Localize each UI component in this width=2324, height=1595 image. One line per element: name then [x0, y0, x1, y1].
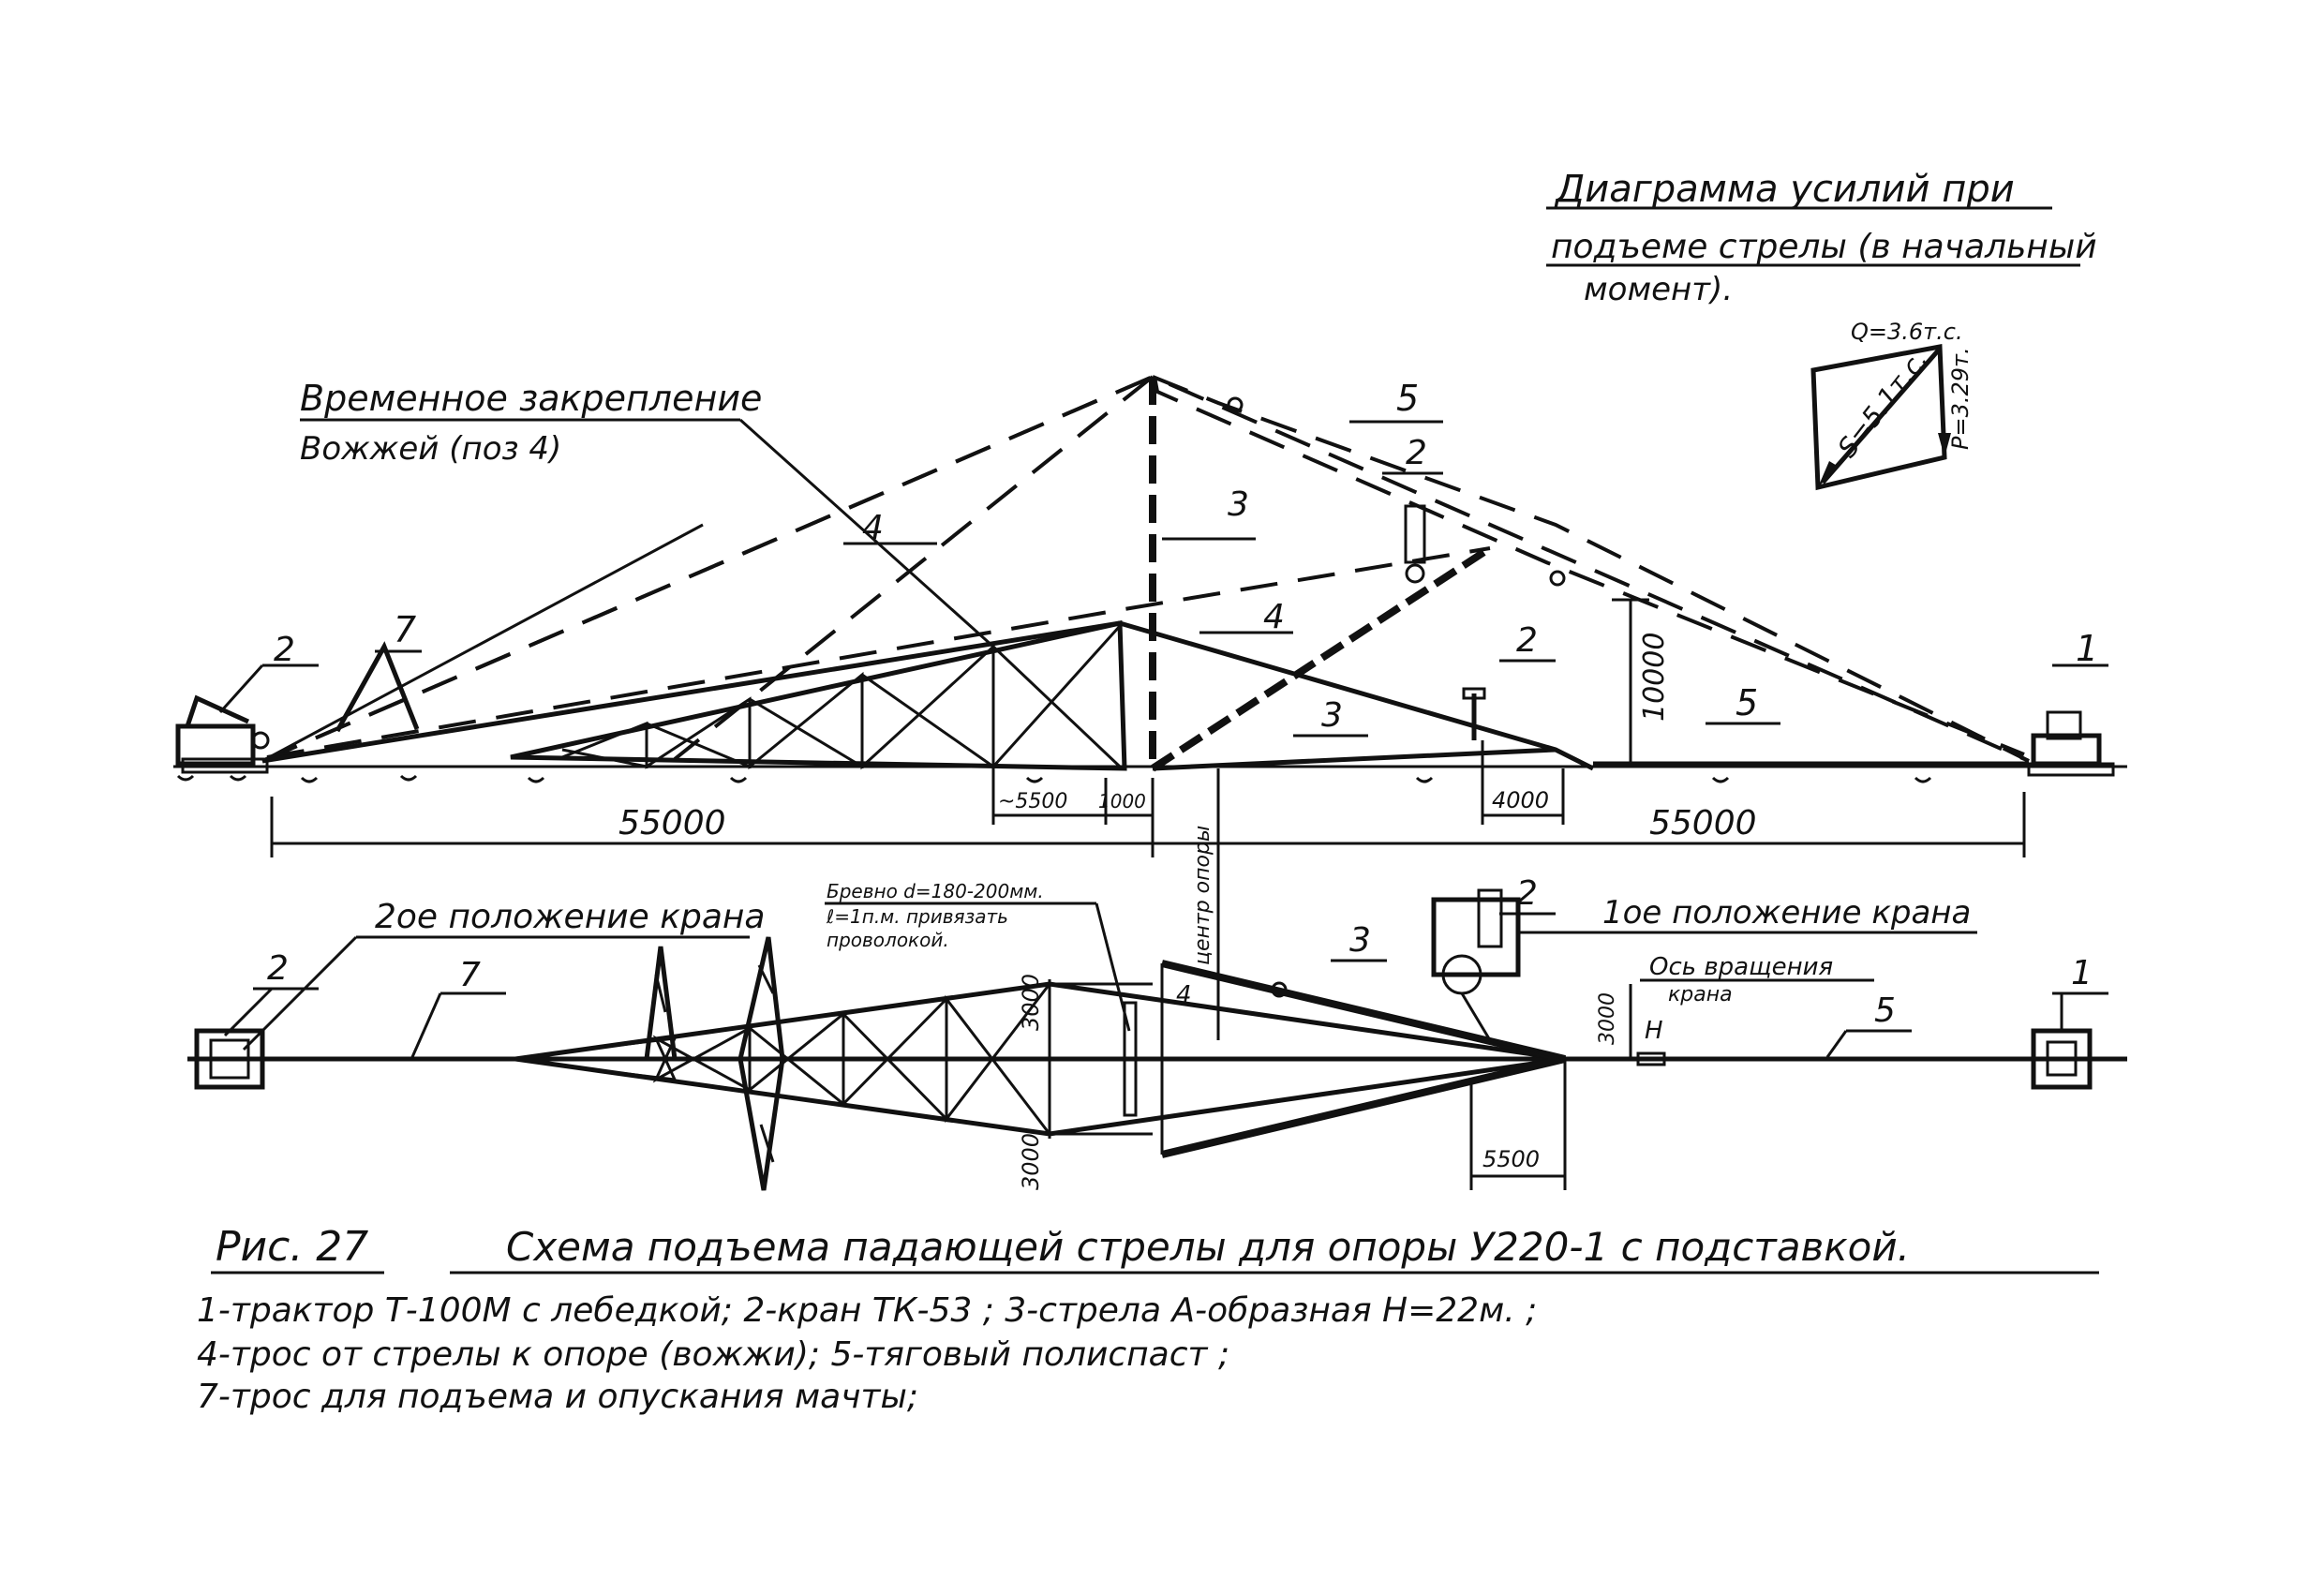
plan-callout-5: 5: [1874, 991, 1896, 1030]
legend-line2: 4-трос от стрелы к опоре (вожжи); 5-тяго…: [197, 1335, 1229, 1374]
callout-3-a: 3: [1228, 485, 1249, 524]
force-p-label: P=3.29т.: [1947, 347, 1974, 450]
callout-4-a: 4: [862, 509, 884, 547]
temp-fix-line2: Вожжей (поз 4): [300, 430, 561, 468]
plan-callout-1: 1: [2071, 954, 2093, 992]
callout-2-left: 2: [274, 631, 295, 669]
callout-2-b: 2: [1406, 434, 1427, 472]
right-tractor: [2027, 710, 2115, 777]
callout-5-b: 5: [1736, 682, 1758, 723]
temp-fix-line1: Временное закрепление: [300, 378, 762, 419]
force-q-label: Q=3.6т.с.: [1851, 319, 1963, 345]
plan-callout-2a: 2: [267, 949, 289, 988]
cable-7: [261, 523, 704, 763]
frame-7: [335, 641, 420, 733]
dim-5500-lower: 5500: [1482, 1146, 1540, 1172]
left-crane: [175, 694, 270, 774]
callout-1-upper: 1: [2076, 628, 2098, 669]
callout-4-b: 4: [1263, 598, 1285, 636]
pos1-label: 1ое положение крана: [1602, 894, 1971, 932]
force-title-line2: подъеме стрелы (в начальный: [1551, 228, 2097, 266]
support-center-label: центр опоры: [1191, 826, 1214, 965]
cable-4-left: [261, 620, 1121, 764]
lower-plan: 3000 3000 3000 5500 Н 2ое положение кран…: [187, 826, 2127, 1191]
force-title-line1: Диаграмма усилий при: [1554, 168, 2015, 211]
dim-3000-c: 3000: [1596, 992, 1619, 1045]
height-dim-label: 10000: [1638, 633, 1671, 722]
log-note-2: ℓ=1п.м. привязать: [826, 905, 1008, 928]
pos2-label: 2ое положение крана: [375, 898, 765, 936]
legend-line3: 7-трос для подъема и опускания мачты;: [197, 1378, 918, 1416]
caption: Рис. 27 Схема подъема падающей стрелы дл…: [197, 1223, 2099, 1416]
callout-2-c: 2: [1516, 621, 1538, 660]
callout-5-a: 5: [1396, 378, 1419, 419]
dim-1000-upper: 1000: [1098, 790, 1146, 812]
lift-cable-dashed-left: [673, 375, 1155, 761]
dim-3000-a: 3000: [1018, 974, 1044, 1031]
lattice-boom-elevation: [510, 619, 1127, 771]
span-right-label: 55000: [1649, 804, 1757, 842]
plan-callout-4: 4: [1176, 981, 1192, 1009]
h-label: Н: [1645, 1017, 1663, 1045]
plan-callout-3: 3: [1349, 921, 1371, 960]
figure-number: Рис. 27: [216, 1223, 368, 1271]
log-plan: [1123, 1001, 1138, 1117]
dim-3000-b: 3000: [1018, 1133, 1044, 1190]
boom-raised-dashed: [266, 546, 1491, 759]
axis-label-2: крана: [1668, 983, 1733, 1006]
dim-4000-upper: 4000: [1492, 787, 1549, 813]
figure-title: Схема подъема падающей стрелы для опоры …: [506, 1224, 1910, 1270]
force-parallelogram: Q=3.6т.с. S=5.1т.с. P=3.29т.: [1810, 319, 1974, 491]
force-title-line3: момент).: [1584, 271, 1733, 308]
upper-elevation: 10000 55000 55000 ~5500 1000 4000 Времен…: [173, 374, 2127, 1040]
plan-callout-2b: 2: [1516, 874, 1538, 913]
legend-line1: 1-трактор Т-100М с лебедкой; 2-кран ТК-5…: [197, 1291, 1537, 1330]
callout-3-b: 3: [1321, 696, 1343, 735]
log-note-3: проволокой.: [827, 929, 949, 951]
force-diagram-title: Диаграмма усилий при подъеме стрелы (в н…: [1546, 168, 2097, 308]
plan-callout-7: 7: [459, 956, 481, 994]
lift-cable-5-upper: [1152, 375, 2030, 763]
span-left-label: 55000: [618, 804, 726, 842]
crane-pos1: [1431, 888, 1521, 995]
dim-5500-upper: ~5500: [998, 790, 1067, 813]
callout-7-upper: 7: [394, 609, 416, 650]
log-note-1: Бревно d=180-200мм.: [827, 880, 1044, 902]
axis-label-1: Ось вращения: [1649, 953, 1833, 981]
